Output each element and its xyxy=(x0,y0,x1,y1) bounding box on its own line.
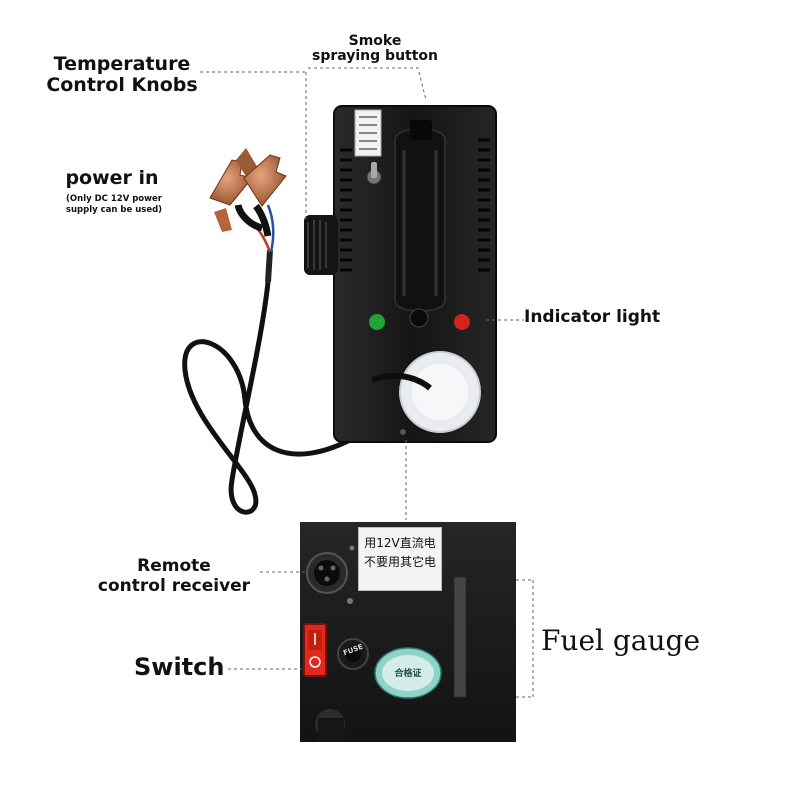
temperature-knobs-label: Temperature Control Knobs xyxy=(42,54,202,95)
power-note-line-2: supply can be used) xyxy=(65,204,163,215)
power-in-label: power in xyxy=(65,167,159,189)
smoke-button-label-line-1: Smoke xyxy=(348,33,402,49)
machine-body xyxy=(304,105,497,443)
temperature-knobs-label-line-1: Temperature xyxy=(53,53,191,75)
remote-receiver-label: Remote control receiver xyxy=(84,556,264,596)
smoke-button-label: Smoke spraying button xyxy=(300,33,450,65)
fuel-gauge-label: Fuel gauge xyxy=(541,624,701,657)
alligator-clips xyxy=(209,148,287,237)
remote-receiver-label-line-2: control receiver xyxy=(97,576,251,597)
remote-receiver-label-line-1: Remote xyxy=(137,556,211,576)
panel-notice-sticker: 用12V直流电 不要用其它电 xyxy=(358,527,442,591)
panel-notice-line-2: 不要用其它电 xyxy=(363,554,436,569)
temperature-knobs-label-line-2: Control Knobs xyxy=(46,73,198,96)
panel-notice-line-1: 用12V直流电 xyxy=(364,536,436,550)
green-indicator xyxy=(369,314,385,330)
switch-label: Switch xyxy=(134,653,225,681)
power-note-label: (Only DC 12V power supply can be used) xyxy=(48,194,180,215)
certificate-label: 合格证 xyxy=(394,669,422,679)
smoke-button-label-line-2: spraying button xyxy=(311,48,439,65)
red-indicator xyxy=(454,314,470,330)
indicator-light-label: Indicator light xyxy=(524,307,661,327)
leader-lines xyxy=(200,67,534,698)
power-note-line-1: (Only DC 12V power xyxy=(66,194,162,204)
